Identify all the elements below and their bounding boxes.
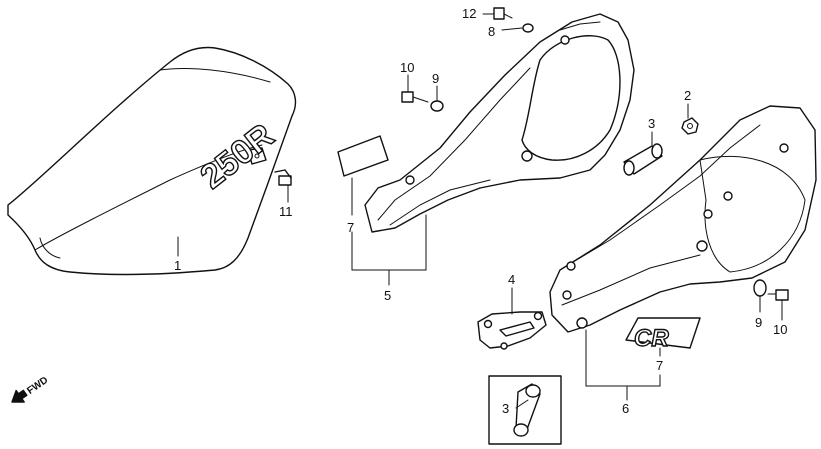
label-bracket: 4 bbox=[508, 272, 515, 287]
label-right-emblem: 7 bbox=[656, 358, 663, 373]
label-left-emblem: 7 bbox=[347, 220, 354, 235]
label-upper-collar: 3 bbox=[648, 116, 655, 131]
right-washer bbox=[753, 279, 767, 297]
label-right-washer: 9 bbox=[755, 315, 762, 330]
upper-collar bbox=[623, 143, 663, 176]
label-left-bolt: 10 bbox=[400, 60, 414, 75]
label-right-cover: 6 bbox=[622, 401, 629, 416]
detail-box bbox=[488, 375, 562, 445]
leader-lines bbox=[177, 13, 783, 409]
label-left-cover: 5 bbox=[384, 288, 391, 303]
right-emblem: CR bbox=[625, 317, 701, 353]
left-washer bbox=[430, 100, 444, 112]
left-side-cover bbox=[364, 13, 635, 233]
right-side-cover bbox=[549, 105, 817, 333]
mounting-bracket bbox=[477, 311, 547, 350]
label-top-bolt: 12 bbox=[462, 6, 476, 21]
seat: 250R bbox=[7, 46, 297, 276]
seat-bolt bbox=[274, 169, 292, 203]
right-bolt bbox=[767, 289, 789, 301]
callout-labels: 1 11 10 9 12 8 2 3 7 5 4 3 7 6 9 10 bbox=[174, 6, 787, 416]
forward-direction-marker: FWD bbox=[11, 375, 50, 403]
label-left-washer: 9 bbox=[432, 71, 439, 86]
grommet bbox=[681, 117, 699, 135]
label-upper-washer: 8 bbox=[488, 24, 495, 39]
upper-washer bbox=[522, 23, 534, 33]
left-emblem bbox=[337, 135, 389, 177]
lower-collar bbox=[513, 383, 541, 437]
cover-emblem-text: CR bbox=[634, 325, 669, 352]
label-grommet: 2 bbox=[684, 88, 691, 103]
label-seat-bolt: 11 bbox=[279, 204, 293, 219]
fwd-text: FWD bbox=[25, 375, 50, 397]
label-seat: 1 bbox=[174, 258, 181, 273]
label-lower-collar: 3 bbox=[502, 401, 509, 416]
top-bolt bbox=[493, 7, 513, 20]
label-right-bolt: 10 bbox=[773, 322, 787, 337]
left-bolt bbox=[401, 91, 429, 103]
